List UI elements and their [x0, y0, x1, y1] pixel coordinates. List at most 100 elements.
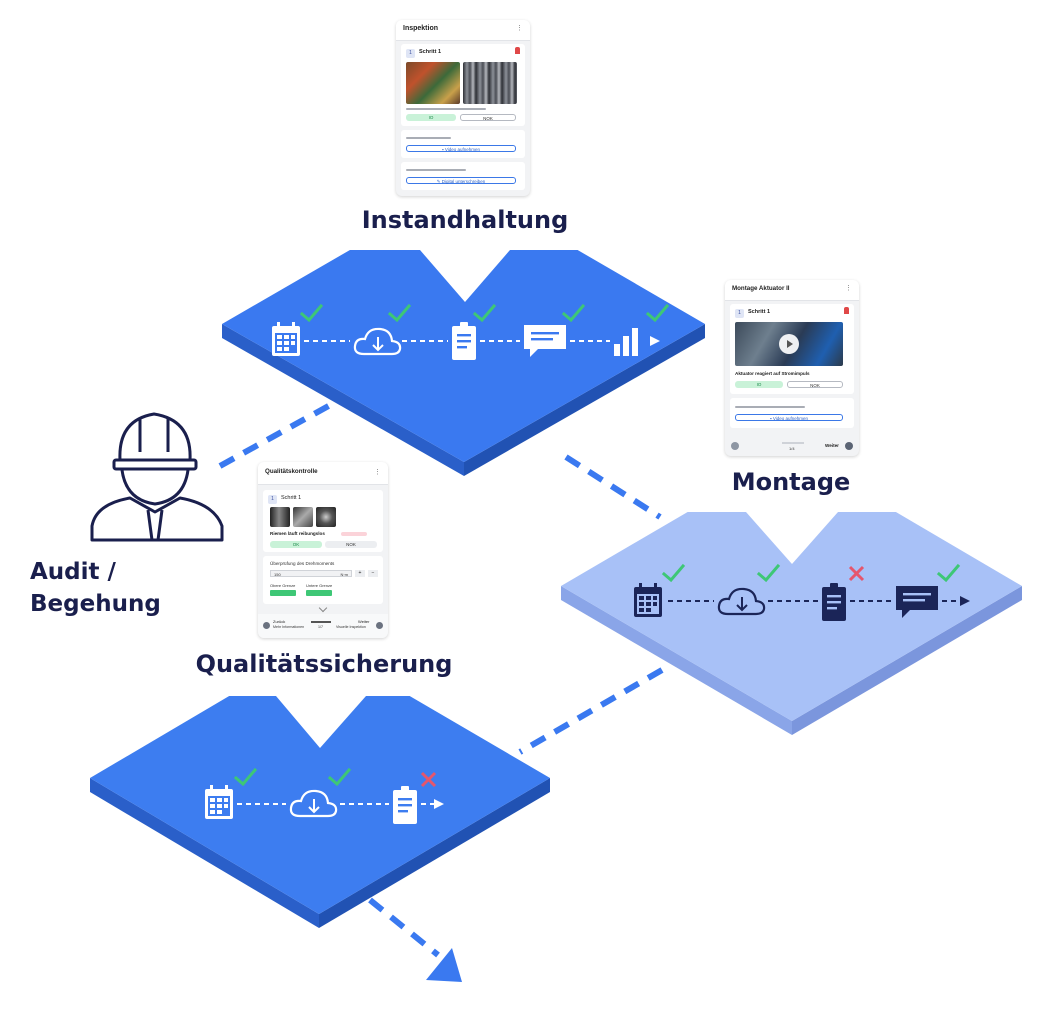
cross-icon [848, 565, 865, 582]
photo-thumbnail[interactable] [406, 62, 460, 104]
prev-arrow-icon[interactable] [731, 442, 739, 450]
page-indicator: 1/7 [318, 625, 323, 629]
bar-chart-icon [614, 328, 638, 356]
question-label: Riemen läuft reibungslos [270, 531, 325, 536]
video-record-button[interactable]: ▪ Video aufnehmen [406, 145, 516, 152]
more-vertical-icon[interactable]: ⋮ [845, 285, 852, 292]
video-section: ▪ Video aufnehmen [401, 130, 525, 158]
check-icon [299, 303, 324, 323]
back-arrow-icon[interactable] [263, 622, 270, 629]
check-icon [561, 303, 586, 323]
platform-instandhaltung-side-right [464, 324, 705, 476]
ok-button[interactable]: IO [406, 114, 456, 121]
cloud-download-icon [289, 789, 338, 818]
check-icon [472, 303, 497, 323]
digital-sign-button[interactable]: ✎ Digital unterschreiben [406, 177, 516, 184]
step-number: 1 [406, 49, 415, 58]
more-vertical-icon[interactable]: ⋮ [374, 469, 381, 476]
calendar-icon [205, 785, 233, 819]
pin-icon [844, 307, 849, 314]
minus-button[interactable]: − [368, 570, 378, 577]
next-label[interactable]: Weiter [358, 619, 370, 624]
calendar-icon [272, 322, 300, 356]
platform-montage-top [561, 451, 1022, 721]
photo-thumbnail[interactable] [293, 507, 313, 527]
card-title: Qualitätskontrolle [265, 468, 318, 475]
text-placeholder [406, 108, 486, 110]
video-record-label: Video aufnehmen [772, 416, 809, 421]
comment-icon [896, 586, 938, 618]
next-arrow-icon[interactable] [376, 622, 383, 629]
worker-helmet-icon [90, 412, 224, 542]
step-title: Schritt 1 [419, 49, 442, 55]
connector-montage-to-qualitaet [518, 667, 664, 755]
callout-instandhaltung-pointer [420, 250, 510, 302]
progress-bar [782, 442, 804, 444]
calendar-icon [634, 583, 662, 617]
cloud-download-icon [353, 327, 402, 356]
card-title: Montage Aktuator II [732, 285, 790, 292]
checklist-icon [452, 322, 476, 360]
card-header: Qualitätskontrolle ⋮ [258, 462, 388, 485]
photo-thumbnail[interactable] [316, 507, 336, 527]
check-icon [936, 563, 961, 583]
chevron-down-icon[interactable] [318, 603, 328, 613]
step-section: 1 Schritt 1 Riemen läuft reibungslos OK … [263, 490, 383, 552]
label-instandhaltung: Instandhaltung [361, 206, 569, 234]
torque-unit: N·m [340, 571, 348, 577]
video-record-button[interactable]: ▪ Video aufnehmen [735, 414, 843, 421]
connector-instandhaltung-to-montage [564, 454, 662, 520]
upper-limit-value [270, 590, 296, 596]
card-inspektion: Inspektion ⋮ 1 Schritt 1 IO NOK ▪ Video … [396, 20, 530, 196]
nok-button[interactable]: NOK [325, 541, 377, 548]
checklist-icon [822, 583, 846, 621]
photo-thumbnail[interactable] [463, 62, 517, 104]
card-header: Montage Aktuator II ⋮ [725, 280, 859, 301]
video-record-label: Video aufnehmen [444, 147, 481, 152]
arrow-right-icon [960, 596, 970, 606]
nok-button[interactable]: NOK [460, 114, 516, 121]
step-caption: Aktuator reagiert auf Stromimpuls [735, 371, 810, 376]
page-indicator: 1/4 [789, 446, 795, 451]
check-icon [233, 767, 258, 787]
text-placeholder [406, 137, 451, 139]
photo-thumbnail[interactable] [270, 507, 290, 527]
plus-button[interactable]: + [355, 570, 365, 577]
label-audit: Audit / Begehung [30, 556, 161, 620]
next-label[interactable]: Weiter [825, 443, 839, 448]
down-arrow-head [426, 948, 462, 982]
platform-montage-side-right [792, 586, 1022, 735]
ok-button[interactable]: IO [735, 381, 783, 388]
check-icon [645, 303, 670, 323]
instandhaltung-steps [272, 303, 670, 360]
step-number: 1 [735, 309, 744, 318]
checkmarks [233, 767, 352, 787]
qualitaet-steps [205, 767, 444, 824]
torque-input[interactable]: 150 N·m [270, 570, 352, 577]
play-icon[interactable] [779, 334, 799, 354]
callout-montage-pointer [746, 512, 838, 564]
upper-limit-label: Obere Grenze [270, 583, 296, 588]
label-audit-line2: Begehung [30, 591, 161, 617]
arrow-right-icon [650, 336, 660, 346]
connector-audit-to-instandhaltung [218, 401, 334, 469]
ok-button[interactable]: OK [270, 541, 322, 548]
video-section: ▪ Video aufnehmen [730, 398, 854, 428]
card-footer: 1/4 Weiter [725, 436, 859, 456]
signature-section: ✎ Digital unterschreiben [401, 162, 525, 190]
next-arrow-icon[interactable] [845, 442, 853, 450]
check-icon [327, 767, 352, 787]
check-icon [756, 563, 781, 583]
more-vertical-icon[interactable]: ⋮ [516, 25, 523, 32]
connector-qualitaet-down [368, 897, 440, 958]
step-title: Schritt 1 [281, 495, 302, 501]
platform-qualitaet [90, 643, 550, 928]
label-qualitaetssicherung: Qualitätssicherung [195, 650, 453, 678]
nok-button[interactable]: NOK [787, 381, 843, 388]
back-label[interactable]: Zurück [273, 619, 286, 624]
platform-qualitaet-side-left [90, 778, 319, 928]
video-thumbnail[interactable] [735, 322, 843, 366]
lower-limit-value [306, 590, 332, 596]
digital-sign-label: Digital unterschreiben [441, 179, 486, 184]
